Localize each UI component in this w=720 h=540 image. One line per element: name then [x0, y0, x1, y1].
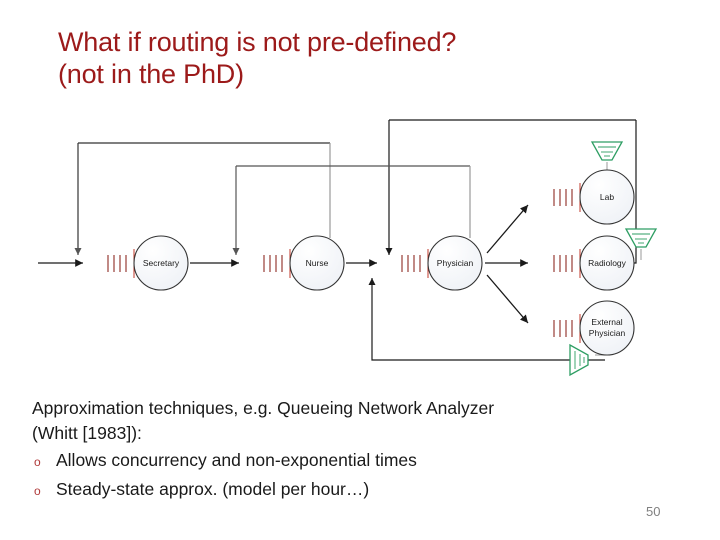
node-nurse[interactable]: Nurse	[289, 235, 345, 291]
bullet-item-1: o Allows concurrency and non-exponential…	[32, 448, 672, 475]
bullet-item-2-text: Steady-state approx. (model per hour…)	[56, 479, 370, 499]
arrow-physician-to-external	[486, 274, 529, 324]
body-paragraph-line-1: Approximation techniques, e.g. Queueing …	[32, 398, 495, 418]
queue-secretary-icon	[88, 247, 135, 280]
page-number: 50	[646, 504, 661, 519]
resource-radiology-funnel-icon	[624, 228, 658, 260]
queue-radiology-icon	[534, 247, 581, 280]
page-title: What if routing is not pre-defined? (not…	[58, 26, 658, 90]
node-external-physician[interactable]: External Physician	[579, 300, 635, 356]
resource-lab-funnel-icon	[590, 141, 624, 172]
queue-external-physician-icon	[534, 312, 581, 345]
route-right-rail	[634, 120, 637, 264]
body-text: Approximation techniques, e.g. Queueing …	[32, 396, 672, 504]
title-line-2: (not in the PhD)	[58, 59, 244, 89]
node-physician-label: Physician	[437, 258, 474, 268]
node-lab[interactable]: Lab	[579, 169, 635, 225]
node-external-physician-label-line1: External	[591, 317, 622, 327]
node-radiology[interactable]: Radiology	[579, 235, 635, 291]
node-lab-label: Lab	[600, 192, 614, 202]
arrow-physician-to-lab	[486, 204, 529, 254]
node-external-physician-label-line2: Physician	[589, 328, 626, 338]
flow-arrows	[38, 204, 529, 324]
node-secretary-label: Secretary	[143, 258, 180, 268]
body-paragraph-line-2: (Whitt [1983]):	[32, 423, 142, 443]
bullet-item-2: o Steady-state approx. (model per hour…)	[32, 477, 672, 504]
queue-lab-icon	[534, 181, 581, 214]
node-physician[interactable]: Physician	[427, 235, 483, 291]
bullet-item-1-text: Allows concurrency and non-exponential t…	[56, 450, 417, 470]
queue-nurse-icon	[244, 247, 291, 280]
bullet-marker-icon: o	[34, 484, 41, 498]
title-line-1: What if routing is not pre-defined?	[58, 27, 457, 57]
node-nurse-label: Nurse	[306, 258, 329, 268]
resource-external-funnel-icon	[569, 343, 607, 377]
route-bottom-return	[368, 278, 605, 361]
routing-lines	[74, 119, 637, 361]
node-radiology-label: Radiology	[588, 258, 627, 268]
node-secretary[interactable]: Secretary	[133, 235, 189, 291]
bullet-marker-icon: o	[34, 455, 41, 469]
queueing-network-diagram: Secretary Nurse Physician Lab Radiology …	[0, 110, 720, 395]
